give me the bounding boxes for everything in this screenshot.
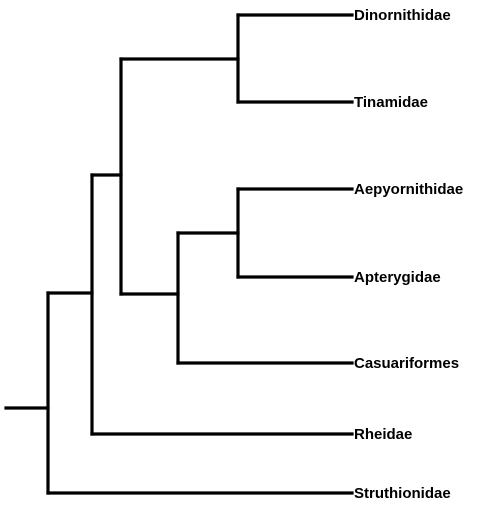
taxon-label-apterygidae: Apterygidae (354, 269, 441, 286)
taxon-label-casuariformes: Casuariformes (354, 355, 459, 372)
taxon-label-rheidae: Rheidae (354, 426, 412, 443)
taxon-label-aepyornithidae: Aepyornithidae (354, 181, 463, 198)
taxon-label-struthionidae: Struthionidae (354, 485, 451, 502)
taxon-label-tinamidae: Tinamidae (354, 94, 428, 111)
taxon-label-dinornithidae: Dinornithidae (354, 7, 451, 24)
